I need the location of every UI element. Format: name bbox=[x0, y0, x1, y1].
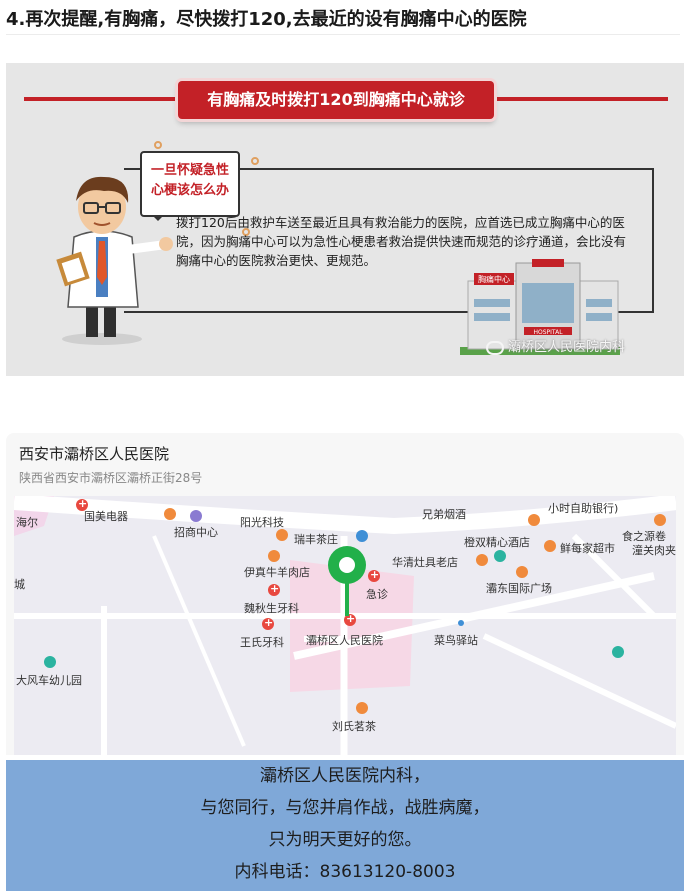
section-heading: 4.再次提醒,有胸痛，尽快拨打120,去最近的设有胸痛中心的医院 bbox=[6, 5, 680, 35]
map-poi[interactable]: 菜鸟驿站 bbox=[434, 634, 478, 647]
map-poi[interactable]: 瑞丰茶庄 bbox=[294, 533, 338, 546]
map-marker-icon[interactable] bbox=[268, 582, 280, 596]
map-poi[interactable]: 阳光科技 bbox=[240, 516, 284, 529]
map-poi[interactable]: 刘氏茗茶 bbox=[332, 720, 376, 733]
map-poi[interactable]: 橙双精心酒店 bbox=[464, 536, 530, 549]
map-poi-hospital[interactable]: 灞桥区人民医院 bbox=[306, 634, 383, 647]
building-hospital-label: HOSPITAL bbox=[533, 329, 563, 336]
spark-icon bbox=[154, 141, 162, 149]
map-marker-icon[interactable] bbox=[494, 550, 506, 562]
map-poi[interactable]: 国美电器 bbox=[84, 510, 128, 523]
watermark-text: 灞桥区人民医院内科 bbox=[508, 340, 626, 355]
bubble-line-1: 一旦怀疑急性 bbox=[150, 163, 229, 178]
spark-icon bbox=[242, 228, 250, 236]
map-marker-icon[interactable] bbox=[76, 497, 88, 511]
footer-line-1: 灞桥区人民医院内科， bbox=[260, 766, 430, 786]
footer-phone: 内科电话：83613120-8003 bbox=[234, 862, 456, 882]
description-text: 拨打120后由救护车送至最近且具有救治能力的医院，应首选已成立胸痛中心的医院，因… bbox=[176, 215, 627, 268]
map-marker-icon[interactable] bbox=[612, 646, 624, 658]
map-poi[interactable]: 海尔 bbox=[16, 516, 38, 529]
map-marker-icon[interactable] bbox=[654, 514, 666, 526]
map-poi[interactable]: 鲜每家超市 bbox=[560, 542, 615, 555]
footer-banner: 灞桥区人民医院内科， 与您同行，与您并肩作战，战胜病魔， 只为明天更好的您。 内… bbox=[6, 760, 684, 891]
location-title: 西安市灞桥区人民医院 bbox=[19, 445, 170, 463]
map-poi[interactable]: 灞东国际广场 bbox=[486, 582, 552, 595]
map-poi[interactable]: 城 bbox=[14, 578, 25, 591]
map-marker-icon[interactable] bbox=[164, 508, 176, 520]
map-poi[interactable]: 招商中心 bbox=[174, 526, 218, 539]
doctor-illustration bbox=[56, 176, 173, 345]
map-marker-icon[interactable] bbox=[458, 620, 464, 626]
hospital-building-illustration: 胸痛中心 HOSPITAL bbox=[460, 259, 620, 355]
chest-pain-infographic: 有胸痛及时拨打120到胸痛中心就诊 一旦怀疑急性 心梗该怎么办 拨打120后由救… bbox=[6, 63, 684, 376]
map-background bbox=[14, 496, 676, 755]
footer-line-3: 只为明天更好的您。 bbox=[268, 830, 422, 850]
map-poi[interactable]: 食之源卷 bbox=[622, 530, 666, 543]
map-marker-icon[interactable] bbox=[190, 510, 202, 522]
banner-right-line bbox=[496, 97, 668, 101]
location-address: 陕西省西安市灞桥区灞桥正街28号 bbox=[19, 471, 203, 485]
spark-icon bbox=[251, 157, 259, 165]
map-poi[interactable]: 兄弟烟酒 bbox=[422, 508, 466, 521]
map-marker-icon[interactable] bbox=[368, 568, 380, 582]
watermark: 灞桥区人民医院内科 bbox=[486, 336, 625, 355]
map-poi[interactable]: 伊真牛羊肉店 bbox=[244, 566, 310, 579]
map-marker-icon[interactable] bbox=[276, 529, 288, 541]
map-view[interactable]: 海尔 国美电器 招商中心 阳光科技 瑞丰茶庄 兄弟烟酒 小时自助银行) 食之源卷… bbox=[14, 496, 676, 755]
location-card[interactable]: 西安市灞桥区人民医院 陕西省西安市灞桥区灞桥正街28号 海尔 国美电器 招商中心… bbox=[6, 433, 684, 755]
bus-stop-icon[interactable] bbox=[356, 530, 368, 542]
banner-left-line bbox=[24, 97, 184, 101]
map-poi[interactable]: 华清灶具老店 bbox=[392, 556, 458, 569]
map-marker-icon[interactable] bbox=[268, 550, 280, 562]
map-poi[interactable]: 小时自助银行) bbox=[548, 502, 619, 515]
map-marker-icon[interactable] bbox=[356, 702, 368, 714]
question-bubble: 一旦怀疑急性 心梗该怎么办 bbox=[140, 151, 240, 221]
wechat-icon bbox=[486, 340, 504, 355]
map-poi[interactable]: 急诊 bbox=[366, 588, 388, 601]
description-frame bbox=[124, 168, 654, 313]
map-poi[interactable]: 潼关肉夹 bbox=[632, 544, 676, 557]
infographic-banner: 有胸痛及时拨打120到胸痛中心就诊 bbox=[178, 81, 494, 119]
map-poi[interactable]: 王氏牙科 bbox=[240, 636, 284, 649]
building-sign: 胸痛中心 bbox=[478, 274, 510, 284]
map-marker-icon[interactable] bbox=[544, 540, 556, 552]
map-marker-icon[interactable] bbox=[262, 616, 274, 630]
location-pin-icon[interactable] bbox=[326, 544, 368, 624]
footer-line-2: 与您同行，与您并肩作战，战胜病魔， bbox=[200, 798, 490, 818]
map-poi[interactable]: 魏秋生牙科 bbox=[244, 602, 299, 615]
map-marker-icon[interactable] bbox=[528, 514, 540, 526]
map-marker-icon[interactable] bbox=[44, 656, 56, 668]
bubble-line-2: 心梗该怎么办 bbox=[150, 183, 229, 198]
map-marker-icon[interactable] bbox=[516, 566, 528, 578]
hospital-marker-icon[interactable] bbox=[344, 612, 356, 626]
map-marker-icon[interactable] bbox=[476, 554, 488, 566]
map-poi[interactable]: 大风车幼儿园 bbox=[16, 674, 82, 687]
